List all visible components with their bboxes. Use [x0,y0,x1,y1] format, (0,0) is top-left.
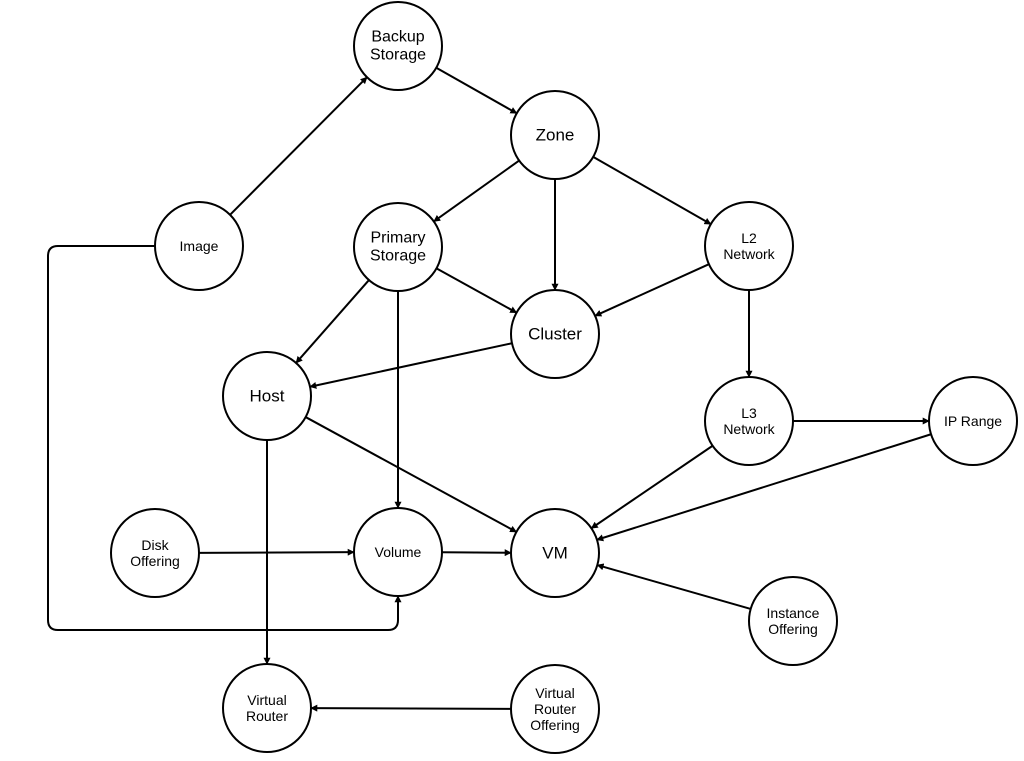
node-l3-network-label-line-1: L3 [741,405,757,421]
edge-host-to-vm [305,416,517,533]
edges-layer [47,66,932,712]
node-instance-offering-circle [748,576,838,666]
node-backup-storage-circle [353,1,443,91]
edge-zone-to-l2-network [592,155,712,226]
node-ip-range-circle [928,376,1018,466]
node-instance-offering-label-line-2: Offering [768,621,818,637]
edge-cluster-to-host [309,342,513,389]
node-instance-offering-label-line-1: Instance [767,605,820,621]
edge-ip-range-to-vm [596,433,932,542]
node-virtual-router-label-line-2: Router [246,708,288,724]
node-vm[interactable]: VM [510,508,600,598]
node-primary-storage-circle [353,202,443,292]
edge-virtual-router-offering-to-virtual-router [310,704,512,712]
node-volume[interactable]: Volume [353,507,443,597]
node-l3-network-label-line-2: Network [723,421,775,437]
node-l2-network-label-line-1: L2 [741,230,757,246]
node-host-circle [222,351,312,441]
edge-l3-network-to-vm [590,444,714,530]
node-host[interactable]: Host [222,351,312,441]
node-ip-range-label-line-1: IP Range [944,413,1002,429]
node-ip-range[interactable]: IP Range [928,376,1018,466]
edge-l2-network-to-cluster [594,263,710,317]
edge-instance-offering-to-vm [596,563,751,610]
node-l2-network-circle [704,201,794,291]
node-zone-circle [510,90,600,180]
node-image-circle [154,201,244,291]
node-vm-circle [510,508,600,598]
node-vm-label-line-1: VM [542,544,568,563]
node-virtual-router-offering-label-line-1: Virtual [535,685,574,701]
edge-image-to-backup-storage [229,76,368,216]
node-backup-storage-label-line-2: Storage [370,47,426,64]
node-primary-storage-label-line-2: Storage [370,248,426,265]
node-image-label-line-1: Image [180,238,219,254]
node-volume-circle [353,507,443,597]
edge-backup-storage-to-zone [435,66,518,115]
node-cluster-circle [510,289,600,379]
node-virtual-router-circle [222,663,312,753]
node-virtual-router-label-line-1: Virtual [247,692,286,708]
node-virtual-router-offering-circle [510,664,600,754]
edge-zone-to-primary-storage [433,159,520,223]
edge-primary-storage-to-cluster [436,267,518,314]
node-virtual-router-offering-label-line-3: Offering [530,717,580,733]
node-zone-label-line-1: Zone [536,126,575,145]
node-volume-label-line-1: Volume [375,544,422,560]
node-l2-network-label-line-2: Network [723,246,775,262]
node-zone[interactable]: Zone [510,90,600,180]
node-virtual-router-offering-label-line-2: Router [534,701,576,717]
node-image[interactable]: Image [154,201,244,291]
node-l3-network-circle [704,376,794,466]
node-host-label-line-1: Host [250,387,285,406]
edge-disk-offering-to-volume [198,548,355,556]
node-disk-offering-label-line-1: Disk [141,537,169,553]
node-backup-storage-label-line-1: Backup [371,28,424,45]
edge-primary-storage-to-host [295,279,370,364]
node-disk-offering-label-line-2: Offering [130,553,180,569]
edge-image-to-volume [47,245,402,631]
node-cluster-label-line-1: Cluster [528,325,582,344]
node-disk-offering-circle [110,508,200,598]
node-primary-storage-label-line-1: Primary [370,229,425,246]
node-cluster[interactable]: Cluster [510,289,600,379]
